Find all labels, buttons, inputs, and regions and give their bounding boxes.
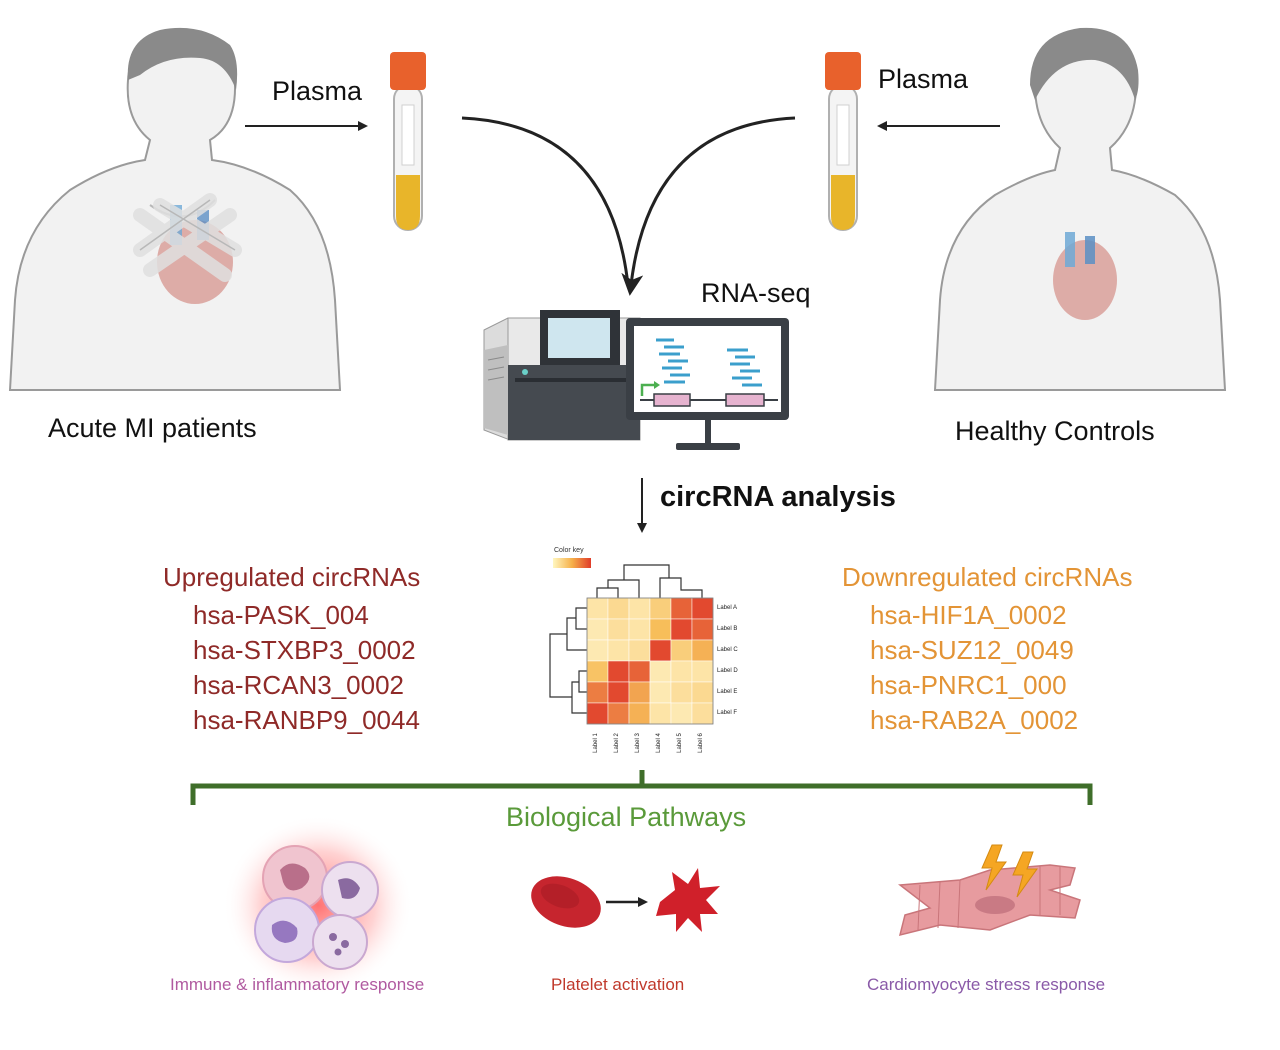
heatmap-cell <box>607 618 630 641</box>
patients-label: Acute MI patients <box>48 413 257 443</box>
arrow-right-to-sequencer <box>621 116 796 296</box>
heatmap-cell <box>691 618 714 641</box>
heatmap-row-label: Label F <box>717 710 738 716</box>
heatmap-cell <box>649 660 672 683</box>
heatmap-cell <box>670 597 693 620</box>
controls-label: Healthy Controls <box>955 416 1155 446</box>
upregulated-title: Upregulated circRNAs <box>163 562 421 592</box>
heatmap-cell <box>649 681 672 704</box>
arrow-left-to-sequencer <box>461 116 630 286</box>
heatmap-col-label: Label 1 <box>592 733 599 753</box>
downregulated-item: hsa-SUZ12_0049 <box>870 635 1074 665</box>
dendrogram-branch <box>596 587 619 598</box>
analysis-label: circRNA analysis <box>660 481 896 513</box>
heatmap-cell <box>670 681 693 704</box>
dendrogram-branch <box>575 607 587 630</box>
heatmap-cell <box>628 618 651 641</box>
immune-cells-icon <box>223 815 413 995</box>
heatmap-row-label: Label D <box>717 668 738 674</box>
heatmap-cell <box>670 702 693 725</box>
heatmap-cell <box>586 597 609 620</box>
upregulated-item: hsa-STXBP3_0002 <box>193 635 416 665</box>
heatmap-cells <box>586 597 714 725</box>
heatmap-cell <box>607 681 630 704</box>
control-figure <box>933 27 1227 391</box>
heatmap-cell <box>628 597 651 620</box>
heatmap-row-label: Label E <box>717 689 738 695</box>
dendrogram-branch <box>578 670 587 693</box>
monitor-icon <box>626 318 789 450</box>
upregulated-item: hsa-RCAN3_0002 <box>193 670 405 700</box>
heatmap-cell <box>628 660 651 683</box>
heatmap-cell <box>586 702 609 725</box>
heatmap-cell <box>628 702 651 725</box>
dendrogram <box>549 564 703 714</box>
heatmap-cell <box>586 639 609 662</box>
heatmap-frame <box>586 597 714 725</box>
heatmap-cell <box>670 639 693 662</box>
heatmap-col-label: Label 6 <box>697 733 704 753</box>
color-key-label: Color key <box>554 547 584 554</box>
heatmap-col-label: Label 3 <box>634 733 641 753</box>
patient-figure <box>8 27 342 391</box>
dendrogram-branch <box>549 633 572 698</box>
downregulated-item: hsa-RAB2A_0002 <box>870 705 1079 735</box>
platelet-activation-icon <box>531 868 720 932</box>
upregulated-item: hsa-PASK_004 <box>193 600 369 630</box>
heatmap-col-label: Label 5 <box>676 733 683 753</box>
plasma-label-left: Plasma <box>272 76 363 106</box>
heatmap-cell <box>691 660 714 683</box>
pathway-platelet-label: Platelet activation <box>551 975 685 994</box>
heatmap-cell <box>628 681 651 704</box>
plasma-tube-left <box>390 52 426 231</box>
heatmap-cell <box>691 702 714 725</box>
heatmap-cell <box>670 618 693 641</box>
plasma-tube-right <box>825 52 861 231</box>
color-key <box>553 558 591 568</box>
heatmap-cell <box>607 702 630 725</box>
heatmap-col-label: Label 4 <box>655 733 662 753</box>
heatmap-cell <box>586 660 609 683</box>
heatmap-cell <box>607 660 630 683</box>
pathway-cardio-label: Cardiomyocyte stress response <box>867 975 1106 994</box>
cardiomyocyte-icon <box>898 844 1081 937</box>
plasma-label-right: Plasma <box>878 64 969 94</box>
heatmap-cell <box>670 660 693 683</box>
dendrogram-branch <box>566 617 587 651</box>
downregulated-title: Downregulated circRNAs <box>842 562 1133 592</box>
heatmap-cell <box>586 681 609 704</box>
dendrogram-branch <box>607 579 640 598</box>
downregulated-item: hsa-HIF1A_0002 <box>870 600 1067 630</box>
sequencer-icon <box>483 310 641 441</box>
heatmap-cell <box>649 639 672 662</box>
heatmap-cell <box>649 597 672 620</box>
dendrogram-branch <box>659 577 703 598</box>
downregulated-item: hsa-PNRC1_000 <box>870 670 1067 700</box>
heatmap-cell <box>691 597 714 620</box>
dendrogram-branch <box>623 564 670 580</box>
upregulated-item: hsa-RANBP9_0044 <box>193 705 420 735</box>
heatmap-cell <box>607 639 630 662</box>
heatmap-row-label: Label C <box>717 647 738 653</box>
rnaseq-label: RNA-seq <box>701 278 811 308</box>
heatmap-cell <box>628 639 651 662</box>
heatmap-cell <box>586 618 609 641</box>
heatmap-row-label: Label B <box>717 626 738 632</box>
heatmap <box>549 558 714 725</box>
heatmap-cell <box>607 597 630 620</box>
heatmap-cell <box>691 639 714 662</box>
heatmap-col-label: Label 2 <box>613 733 620 753</box>
pathway-bracket <box>190 770 1093 805</box>
heatmap-cell <box>649 702 672 725</box>
pathway-immune-label: Immune & inflammatory response <box>170 975 425 994</box>
pathways-title: Biological Pathways <box>506 802 747 832</box>
heatmap-cell <box>691 681 714 704</box>
heatmap-cell <box>649 618 672 641</box>
heatmap-row-label: Label A <box>717 605 738 611</box>
